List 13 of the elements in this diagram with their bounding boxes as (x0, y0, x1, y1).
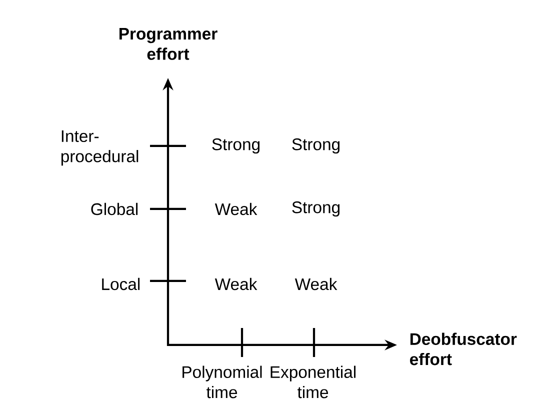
tick-label: Polynomial time (182, 366, 262, 398)
tick-label: Local (102, 278, 140, 290)
cell-text: Weak (214, 202, 258, 216)
tick-label: Global (91, 202, 138, 216)
cell-text: Strong (212, 138, 260, 154)
tick-label: Inter- procedural (61, 130, 138, 166)
cell-text: Strong (292, 138, 340, 154)
axis-title: Deobfuscator effort (410, 332, 517, 366)
cell-text: Weak (294, 278, 338, 290)
tick-label: Exponential time (270, 366, 356, 398)
axis-title: Programmer effort (120, 28, 218, 60)
cell-text: Strong (292, 201, 340, 217)
cell-text: Weak (214, 278, 258, 290)
